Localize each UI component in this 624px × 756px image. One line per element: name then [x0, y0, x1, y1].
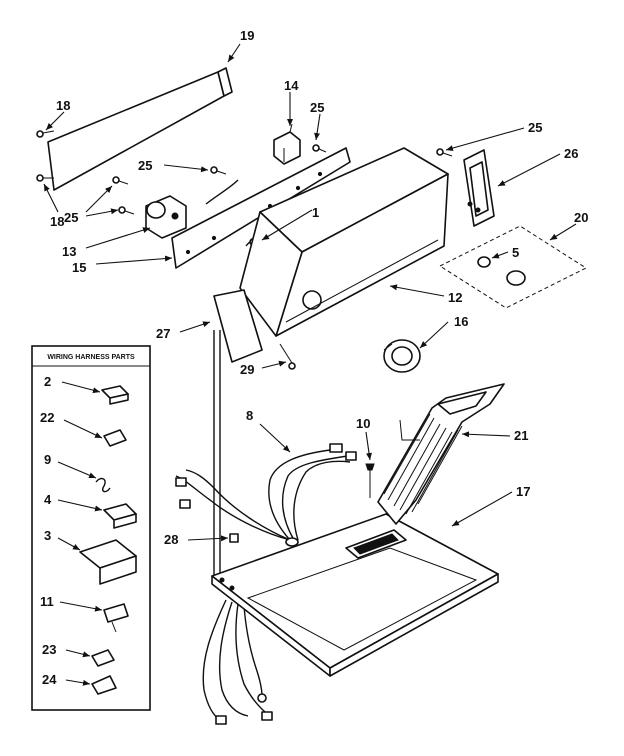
top-panel-part-17: [211, 513, 499, 677]
callout-22: 22: [40, 410, 54, 425]
callout-8: 8: [246, 408, 253, 423]
console-bracket-part-15: [171, 147, 351, 269]
leader-lines: [43, 43, 577, 686]
callout-2: 2: [44, 374, 51, 389]
callout-25-right: 25: [528, 120, 542, 135]
callout-23: 23: [42, 642, 56, 657]
callout-11: 11: [40, 594, 54, 609]
knob-group-part-20: [438, 225, 588, 309]
callout-19: 19: [240, 28, 254, 43]
connector-part-22: [103, 429, 127, 447]
callout-14: 14: [284, 78, 299, 93]
connector-part-23: [91, 649, 115, 667]
callout-24: 24: [42, 672, 57, 687]
callout-5: 5: [512, 245, 519, 260]
knob-part-16: [383, 339, 421, 373]
callout-28: 28: [164, 532, 178, 547]
callout-18-top: 18: [56, 98, 70, 113]
callout-10: 10: [356, 416, 370, 431]
screw-part-25-c: [210, 166, 227, 175]
callout-16: 16: [454, 314, 468, 329]
end-cap-part-27: [213, 289, 263, 363]
callout-9: 9: [44, 452, 51, 467]
connector-part-4: [103, 503, 137, 529]
timer-part-13: [145, 195, 187, 239]
screw-part-29: [279, 343, 296, 370]
callout-numbers: 19 18 18 25 25 14 25 25 26 20 1 13 15 5 …: [40, 28, 588, 687]
wiring-harness-parts-box: WIRING HARNESS PARTS: [31, 345, 151, 711]
screw-part-10: [365, 463, 375, 498]
console-housing-part-12: [239, 147, 449, 337]
callout-26: 26: [564, 146, 578, 161]
connector-part-2: [101, 385, 129, 405]
screw-part-18-top: [36, 130, 55, 138]
screw-part-25-e: [436, 148, 453, 157]
lower-wire-loom: [202, 599, 273, 725]
rear-panel-part-19: [47, 67, 233, 191]
callout-3: 3: [44, 528, 51, 543]
connector-block-part-3: [79, 539, 137, 585]
end-cap-part-26: [463, 149, 495, 227]
callout-12: 12: [448, 290, 462, 305]
lint-duct-part-21: [377, 383, 505, 525]
callout-13: 13: [62, 244, 76, 259]
callout-17: 17: [516, 484, 530, 499]
wire-harness-part-8: [175, 443, 357, 547]
callout-29: 29: [240, 362, 254, 377]
screw-part-25-a: [112, 176, 129, 185]
callout-4: 4: [44, 492, 52, 507]
callout-20: 20: [574, 210, 588, 225]
timer-wire: [205, 179, 239, 205]
callout-1: 1: [312, 205, 319, 220]
callout-21: 21: [514, 428, 528, 443]
terminal-block-part-14: [273, 123, 301, 165]
harness-lead-wires: [213, 330, 221, 580]
screw-part-25-d: [312, 144, 327, 153]
screw-part-25-b: [118, 206, 135, 215]
screw-part-18-bottom: [36, 174, 54, 182]
callout-25-top: 25: [310, 100, 324, 115]
callout-15: 15: [72, 260, 86, 275]
connector-part-11: [103, 603, 129, 633]
clip-part-9: [95, 477, 111, 493]
callout-25-left: 25: [64, 210, 78, 225]
connector-part-24: [91, 675, 117, 695]
callout-18-bottom: 18: [50, 214, 64, 229]
callout-25-mid: 25: [138, 158, 152, 173]
wiring-harness-title: WIRING HARNESS PARTS: [47, 354, 135, 361]
grommet-part-28: [229, 533, 239, 543]
knob-part-5: [477, 256, 526, 286]
callout-27: 27: [156, 326, 170, 341]
